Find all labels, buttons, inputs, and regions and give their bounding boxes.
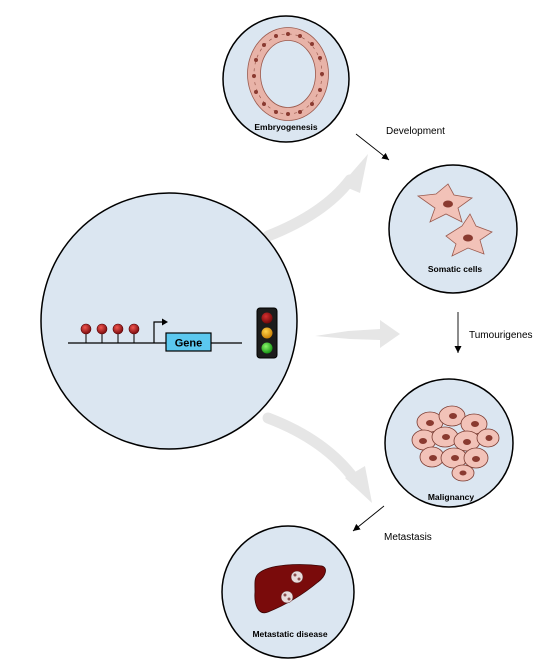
somatic-cells-label: Somatic cells <box>428 264 483 274</box>
traffic-light-icon <box>256 307 278 359</box>
embryogenesis-label: Embryogenesis <box>254 122 318 132</box>
tumour-cell-cluster-icon <box>411 405 500 482</box>
development-arrow <box>355 133 390 161</box>
transcription-start-arrow-icon <box>153 318 168 343</box>
tumourigenes-label: Tumourigenes <box>469 330 533 341</box>
flow-arrow-tumourigenesis <box>315 320 400 348</box>
development-label: Development <box>386 126 445 137</box>
liver-icon <box>254 564 326 614</box>
embryogenesis-circle: Embryogenesis <box>222 15 350 143</box>
cell-icon <box>416 183 493 257</box>
flow-arrow-development <box>262 154 368 242</box>
malignancy-label: Malignancy <box>428 492 475 502</box>
embryo-cell-ring-icon <box>247 27 329 121</box>
flow-arrow-metastasis <box>262 412 372 503</box>
gene-label: Gene <box>175 338 203 350</box>
metastasis-arrow <box>352 505 385 532</box>
gene-box <box>165 332 212 352</box>
malignancy-circle: Malignancy <box>384 378 514 508</box>
somatic-cells-circle: Somatic cells <box>388 164 518 294</box>
lollipop-methylation-icon <box>80 323 140 343</box>
metastatic-disease-label: Metastatic disease <box>252 629 327 639</box>
metastatic-disease-circle: Metastatic disease <box>221 525 355 659</box>
gene-regulation-circle: Gene <box>40 192 298 450</box>
metastasis-label: Metastasis <box>384 532 432 543</box>
